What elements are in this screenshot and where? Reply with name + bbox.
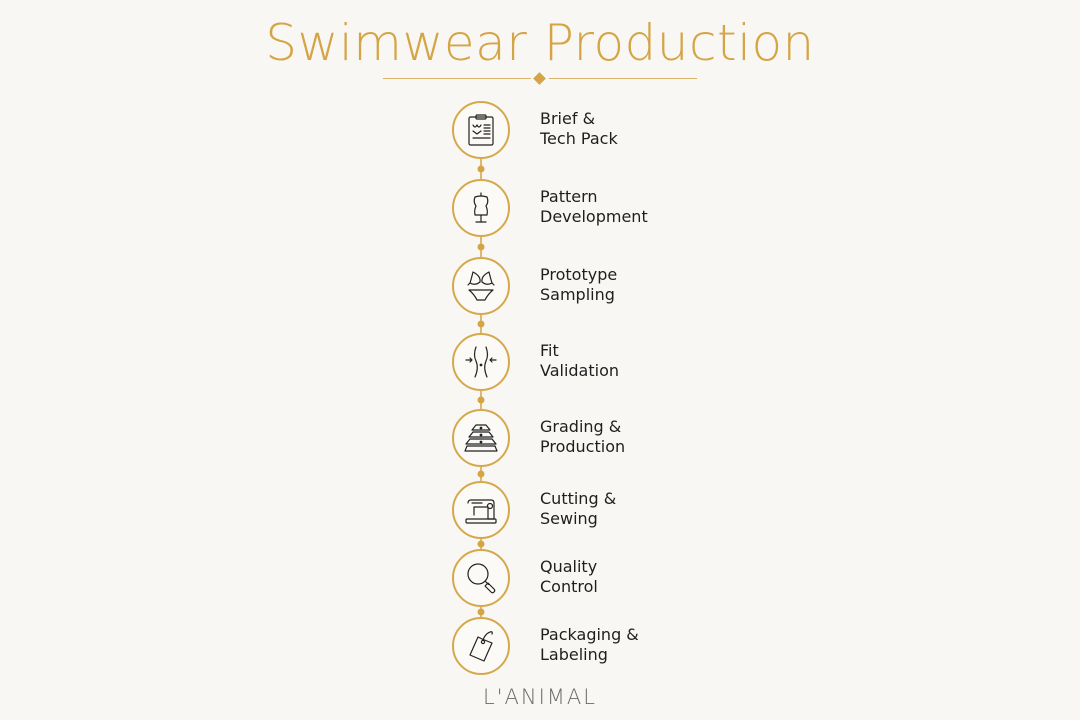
sewing-machine-icon: [465, 499, 497, 524]
hang-tag-icon: [469, 631, 493, 662]
connector-dot: [477, 165, 485, 173]
connector-dot: [477, 396, 485, 404]
step-circle: [452, 409, 510, 467]
step-label: Packaging &Labeling: [540, 625, 639, 664]
connector-dot: [477, 540, 485, 548]
clipboard-sketch-icon: [468, 114, 494, 146]
step-circle: [452, 333, 510, 391]
step-label: Grading &Production: [540, 417, 626, 456]
step-circle: [452, 257, 510, 315]
step-circle: [452, 101, 510, 159]
step-circle: [452, 481, 510, 539]
body-fit-icon: [465, 346, 497, 378]
step-cutting-sewing: Cutting &Sewing: [452, 481, 782, 545]
step-circle: [452, 549, 510, 607]
connector-dot: [477, 320, 485, 328]
step-packaging-labeling: Packaging &Labeling: [452, 617, 782, 681]
stacked-patterns-icon: [464, 424, 498, 452]
step-circle: [452, 617, 510, 675]
step-circle: [452, 179, 510, 237]
bikini-icon: [467, 271, 495, 301]
dress-form-icon: [473, 192, 489, 223]
step-grading-production: Grading &Production: [452, 409, 782, 473]
connector-dot: [477, 243, 485, 251]
connector-dot: [477, 608, 485, 616]
step-label: Cutting &Sewing: [540, 489, 617, 528]
brand-logo: L'ANIMAL: [483, 685, 597, 709]
step-label: Brief &Tech Pack: [540, 109, 618, 148]
connector-dot: [477, 470, 485, 478]
page-title: Swimwear Production: [265, 14, 815, 72]
title-divider: [383, 71, 697, 87]
magnifier-icon: [467, 563, 496, 594]
step-brief-tech-pack: Brief &Tech Pack: [452, 101, 782, 165]
